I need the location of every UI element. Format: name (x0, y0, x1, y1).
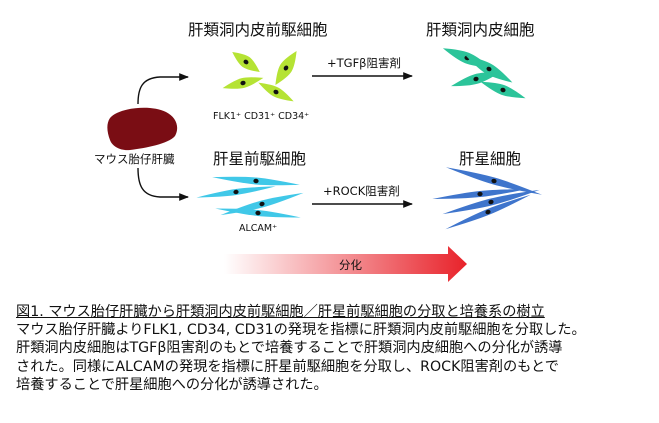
stellate-progenitor-cells (196, 176, 304, 218)
caption: 図1. マウス胎仔肝臓から肝類洞内皮前駆細胞／肝星前駆細胞の分取と培養系の樹立 … (16, 303, 652, 394)
liver-label: マウス胎仔肝臓 (94, 152, 175, 166)
stellate-cell (445, 167, 543, 195)
arrow-liver-to-endothelial (137, 73, 189, 105)
stellate-cells (432, 167, 543, 230)
stellate-cell-title: 肝星細胞 (459, 150, 522, 168)
endothelial-cell (451, 71, 501, 87)
caption-line: マウス胎仔肝臓よりFLK1, CD34, CD31の発現を指標に肝類洞内皮前駆細… (16, 322, 586, 338)
endothelial-cell (465, 55, 513, 83)
caption-line: 培養することで肝星細胞への分化が誘導された。 (16, 376, 328, 393)
endothelial-progenitor-cell (275, 51, 297, 85)
liver-icon (107, 107, 178, 151)
arrow-liver-to-stellate (137, 167, 189, 201)
endothelial-cell-title: 肝類洞内皮細胞 (426, 21, 535, 39)
caption-title: 図1. マウス胎仔肝臓から肝類洞内皮前駆細胞／肝星前駆細胞の分取と培養系の樹立 (16, 304, 545, 320)
differentiation-arrow (224, 246, 467, 282)
stellate-cell (445, 194, 531, 230)
endothelial-progenitor-cell (258, 82, 294, 102)
stellate-progenitor-cell (212, 176, 300, 186)
figure: 肝類洞内皮前駆細胞 肝類洞内皮細胞 FLK1⁺ CD31⁺ CD34⁺ +TGF… (94, 21, 543, 282)
endothelial-cell (480, 81, 526, 99)
tgfb-inhibitor-label: +TGFβ阻害剤 (327, 56, 402, 70)
endothelial-progenitor-cell (222, 77, 264, 89)
differentiation-label: 分化 (339, 258, 362, 272)
endothelial-progenitor-title: 肝類洞内皮前駆細胞 (188, 21, 328, 39)
caption-line: された。同様にALCAMの発現を指標に肝星前駆細胞を分取し、ROCK阻害剤のもと… (16, 358, 559, 375)
endothelial-marker-label: FLK1⁺ CD31⁺ CD34⁺ (213, 111, 310, 122)
caption-line: 肝類洞内皮細胞はTGFβ阻害剤のもとで培養することで肝類洞内皮細胞への分化が誘導 (16, 340, 563, 357)
caption-body: マウス胎仔肝臓よりFLK1, CD34, CD31の発現を指標に肝類洞内皮前駆細… (16, 321, 652, 394)
stellate-cell (432, 188, 528, 200)
endothelial-cells (442, 48, 526, 99)
stellate-progenitor-cell (215, 208, 301, 218)
stellate-progenitor-title: 肝星前駆細胞 (213, 150, 307, 168)
stellate-marker-label: ALCAM⁺ (239, 223, 278, 234)
endothelial-progenitor-cells (222, 51, 297, 102)
stellate-progenitor-cell (196, 186, 276, 198)
diagram-svg (107, 48, 543, 282)
endothelial-progenitor-cell (232, 52, 260, 72)
stellate-cell (442, 189, 540, 215)
rock-inhibitor-label: +ROCK阻害剤 (323, 184, 400, 198)
